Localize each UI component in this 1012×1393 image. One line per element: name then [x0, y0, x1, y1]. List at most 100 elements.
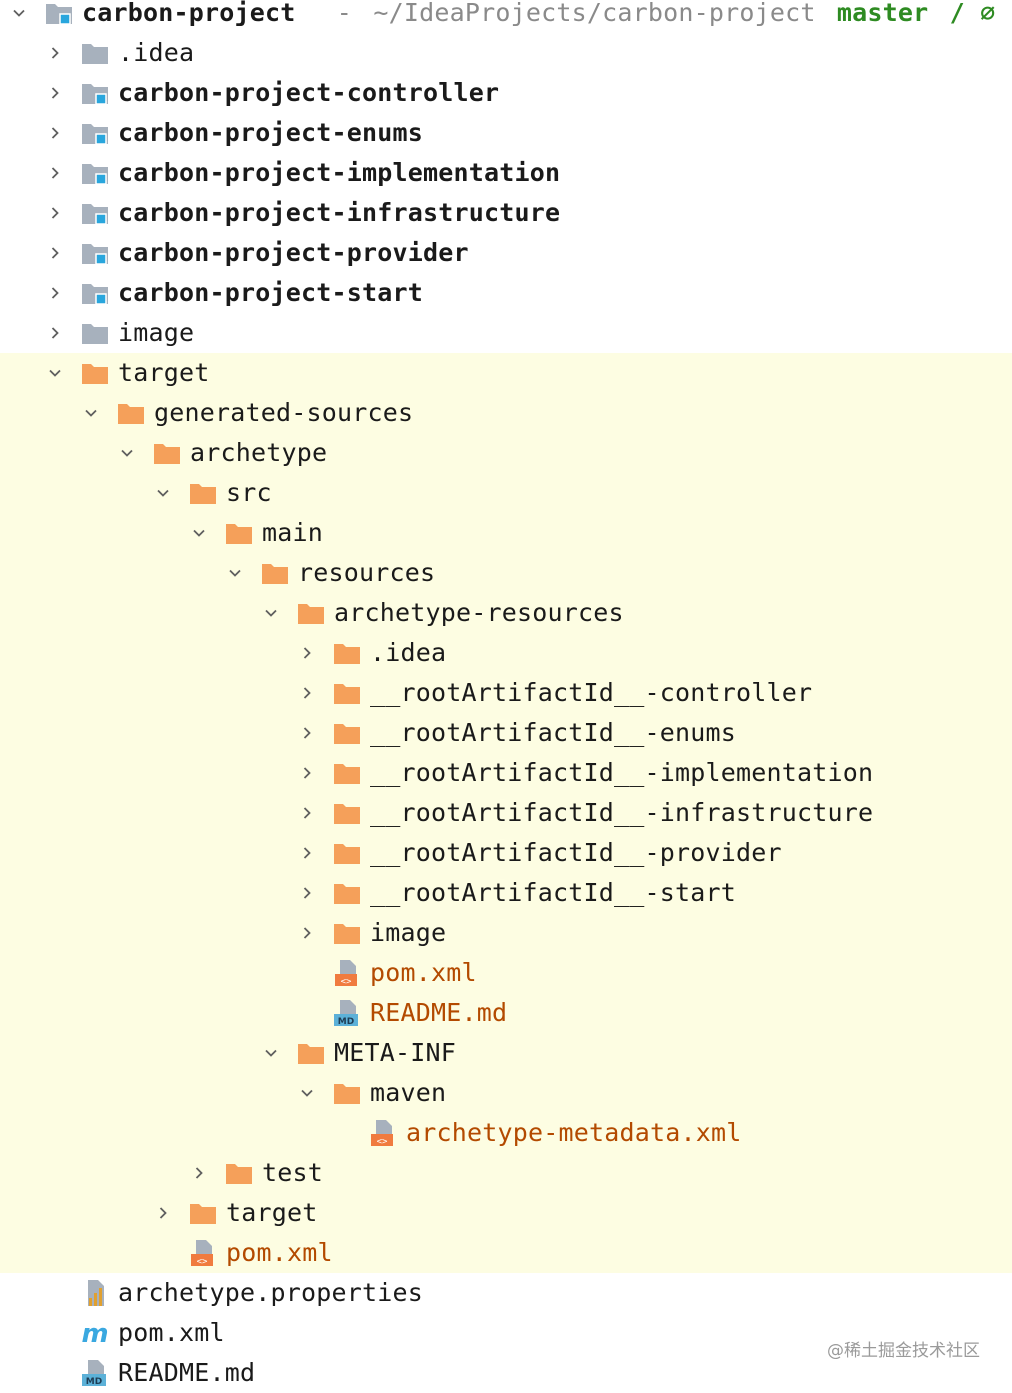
- chevron-down-icon[interactable]: [294, 1073, 320, 1113]
- project-root-row[interactable]: carbon-project - ~/IdeaProjects/carbon-p…: [0, 0, 1012, 33]
- tree-item-label: __rootArtifactId__-start: [370, 878, 737, 907]
- folder-icon: [332, 1073, 362, 1113]
- tree-item-label: target: [226, 1198, 318, 1227]
- chevron-right-icon[interactable]: [42, 33, 68, 73]
- tree-row[interactable]: archetype: [0, 433, 1012, 473]
- tree-row[interactable]: <>pom.xml: [0, 1233, 1012, 1273]
- chevron-right-icon[interactable]: [150, 1193, 176, 1233]
- xml-file-icon: <>: [332, 953, 362, 993]
- tree-row[interactable]: __rootArtifactId__-implementation: [0, 753, 1012, 793]
- folder-icon: [296, 1033, 326, 1073]
- tree-row[interactable]: test: [0, 1153, 1012, 1193]
- folder-icon: [260, 553, 290, 593]
- tree-row[interactable]: carbon-project-provider: [0, 233, 1012, 273]
- tree-row[interactable]: target: [0, 1193, 1012, 1233]
- tree-row[interactable]: generated-sources: [0, 393, 1012, 433]
- tree-row[interactable]: image: [0, 313, 1012, 353]
- folder-icon: [188, 473, 218, 513]
- tree-row[interactable]: carbon-project-start: [0, 273, 1012, 313]
- tree-row[interactable]: MD README.md: [0, 993, 1012, 1033]
- folder-icon: [332, 633, 362, 673]
- chevron-down-icon[interactable]: [258, 593, 284, 633]
- chevron-right-icon[interactable]: [294, 713, 320, 753]
- tree-item-label: .idea: [118, 38, 195, 67]
- chevron-down-icon[interactable]: [42, 353, 68, 393]
- tree-row[interactable]: image: [0, 913, 1012, 953]
- tree-row[interactable]: MD README.md: [0, 1353, 1012, 1393]
- tree-row[interactable]: resources: [0, 553, 1012, 593]
- tree-row[interactable]: carbon-project-controller: [0, 73, 1012, 113]
- chevron-right-icon[interactable]: [42, 313, 68, 353]
- svg-text:MD: MD: [86, 1377, 102, 1387]
- tree-row[interactable]: __rootArtifactId__-start: [0, 873, 1012, 913]
- tree-row[interactable]: META-INF: [0, 1033, 1012, 1073]
- markdown-file-icon: MD: [80, 1353, 110, 1393]
- chevron-down-icon[interactable]: [186, 513, 212, 553]
- tree-row[interactable]: maven: [0, 1073, 1012, 1113]
- chevron-down-icon[interactable]: [258, 1033, 284, 1073]
- tree-row[interactable]: __rootArtifactId__-controller: [0, 673, 1012, 713]
- module-folder-icon: [80, 113, 110, 153]
- tree-row[interactable]: src: [0, 473, 1012, 513]
- chevron-right-icon[interactable]: [42, 233, 68, 273]
- tree-item-label: .idea: [370, 638, 447, 667]
- chevron-right-icon[interactable]: [294, 873, 320, 913]
- folder-icon: [296, 593, 326, 633]
- chevron-down-icon[interactable]: [6, 0, 32, 33]
- tree-item-label: __rootArtifactId__-infrastructure: [370, 798, 874, 827]
- chevron-right-icon[interactable]: [42, 73, 68, 113]
- folder-icon: [332, 793, 362, 833]
- module-folder-icon: [80, 273, 110, 313]
- module-folder-icon: [80, 33, 110, 73]
- tree-item-label: __rootArtifactId__-controller: [370, 678, 813, 707]
- chevron-down-icon[interactable]: [78, 393, 104, 433]
- tree-row[interactable]: .idea: [0, 33, 1012, 73]
- tree-row[interactable]: carbon-project-infrastructure: [0, 193, 1012, 233]
- tree-item-label: carbon-project-start: [118, 278, 424, 307]
- folder-icon: [332, 913, 362, 953]
- chevron-down-icon[interactable]: [150, 473, 176, 513]
- tree-item-label: __rootArtifactId__-provider: [370, 838, 782, 867]
- chevron-right-icon[interactable]: [42, 193, 68, 233]
- tree-row[interactable]: <> pom.xml: [0, 953, 1012, 993]
- tree-item-label: target: [118, 358, 210, 387]
- svg-text:MD: MD: [338, 1017, 354, 1027]
- tree-row[interactable]: .idea: [0, 633, 1012, 673]
- folder-icon: [224, 513, 254, 553]
- chevron-right-icon[interactable]: [42, 273, 68, 313]
- tree-item-label: main: [262, 518, 324, 547]
- tree-row[interactable]: carbon-project-implementation: [0, 153, 1012, 193]
- tree-row[interactable]: archetype.properties: [0, 1273, 1012, 1313]
- chevron-right-icon[interactable]: [294, 673, 320, 713]
- tree-row[interactable]: target: [0, 353, 1012, 393]
- tree-row[interactable]: archetype-resources: [0, 593, 1012, 633]
- tree-row[interactable]: <>archetype-metadata.xml: [0, 1113, 1012, 1153]
- tree-row[interactable]: carbon-project-enums: [0, 113, 1012, 153]
- tree-item-label: pom.xml: [226, 1238, 333, 1267]
- tree-item-label: pom.xml: [118, 1318, 225, 1347]
- xml-file-icon: <>: [368, 1113, 398, 1153]
- tree-row[interactable]: __rootArtifactId__-enums: [0, 713, 1012, 753]
- tree-item-label: README.md: [370, 998, 508, 1027]
- chevron-right-icon[interactable]: [294, 633, 320, 673]
- folder-icon: [332, 833, 362, 873]
- tree-row[interactable]: main: [0, 513, 1012, 553]
- chevron-right-icon[interactable]: [294, 753, 320, 793]
- chevron-right-icon[interactable]: [294, 793, 320, 833]
- chevron-right-icon[interactable]: [186, 1153, 212, 1193]
- tree-item-label: README.md: [118, 1358, 256, 1387]
- chevron-right-icon[interactable]: [294, 913, 320, 953]
- chevron-right-icon[interactable]: [294, 833, 320, 873]
- chevron-down-icon[interactable]: [114, 433, 140, 473]
- tree-item-label: pom.xml: [370, 958, 477, 987]
- chevron-right-icon[interactable]: [42, 153, 68, 193]
- project-name: carbon-project: [82, 0, 296, 27]
- tree-row[interactable]: __rootArtifactId__-provider: [0, 833, 1012, 873]
- chevron-right-icon[interactable]: [42, 113, 68, 153]
- git-branch[interactable]: master: [836, 0, 929, 27]
- tree-item-label: carbon-project-enums: [118, 118, 424, 147]
- chevron-down-icon[interactable]: [222, 553, 248, 593]
- folder-icon: [116, 393, 146, 433]
- tree-row[interactable]: __rootArtifactId__-infrastructure: [0, 793, 1012, 833]
